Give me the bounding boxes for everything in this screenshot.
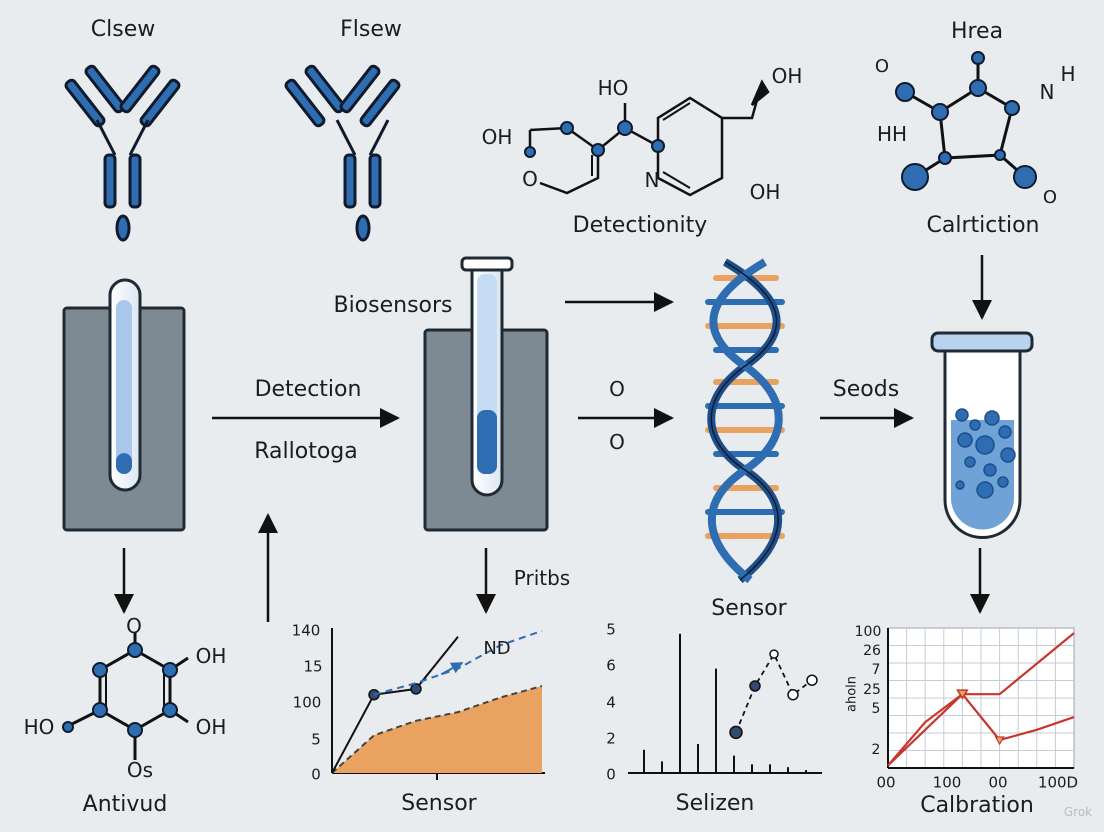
dna-sensor-label: Sensor — [711, 596, 787, 621]
atom-label: HH — [876, 122, 908, 146]
calibration-y-tick: 26 — [863, 643, 881, 659]
calibration-y-tick: 2 — [871, 742, 881, 758]
calibration-y-tick: 5 — [871, 701, 881, 717]
o-label-bottom: O — [609, 430, 625, 454]
selizen-chart — [628, 633, 822, 774]
watermark: Grok — [1063, 805, 1093, 819]
selizen-scatter-point — [806, 674, 818, 686]
selizen-y-tick: 2 — [606, 729, 616, 748]
atom-label: H — [1060, 62, 1076, 86]
antibody-right-icon — [284, 64, 401, 242]
selizen-y-tick: 6 — [606, 656, 616, 675]
sensor-y-tick: 100 — [292, 693, 322, 712]
detection-label: Detection — [254, 377, 362, 402]
atom-label: O — [874, 56, 890, 77]
sensor-line — [331, 636, 459, 774]
atom-label: Os — [126, 758, 154, 782]
sensor-chart — [331, 628, 545, 780]
calibration-y-tick: 25 — [863, 682, 881, 698]
sensor-area-fill — [332, 686, 542, 773]
sensor-area-edge — [331, 685, 543, 774]
selizen-scatter-point — [729, 725, 743, 740]
calibration-y-label: aholn — [844, 675, 860, 713]
molecule-top-label: Detectionity — [572, 213, 708, 238]
sensor-dashed-trend — [373, 629, 543, 696]
selizen-scatter-line — [735, 652, 813, 733]
sensor-line-point — [410, 683, 422, 695]
molecule-bottomleft-label: Antivud — [82, 792, 168, 817]
biosensors-label: Biosensors — [333, 293, 453, 318]
calibration-y-tick: 7 — [871, 662, 881, 678]
sensor-x-label: Sensor — [401, 791, 477, 816]
calibration-marker — [994, 736, 1005, 746]
atom-label: OH — [749, 180, 781, 204]
calibration-x-tick: 00 — [988, 773, 1008, 792]
atom-label: O — [126, 614, 142, 638]
selizen-x-label: Selizen — [675, 791, 755, 816]
flow-arrows — [114, 255, 992, 622]
calibration-series-line — [887, 632, 1075, 767]
antibody-left-icon — [64, 64, 181, 242]
calibration-series-line — [887, 692, 1075, 767]
molecule-topright-label: Calrtiction — [926, 213, 1040, 238]
atom-label: HO — [23, 715, 55, 739]
sensor-y-tick: 5 — [311, 730, 321, 749]
atom-label: OH — [481, 125, 513, 149]
sensor-y-tick: 140 — [291, 621, 321, 640]
atom-label: OH — [771, 64, 803, 88]
molecule-topright-structure — [895, 51, 1037, 191]
atom-label: O — [1042, 187, 1058, 208]
calibration-x-tick: 100D — [1037, 773, 1079, 792]
left-reader-block — [62, 278, 186, 532]
selizen-scatter-point — [787, 688, 799, 701]
left-tube-fill — [116, 453, 132, 474]
calibration-chart — [887, 627, 1075, 769]
atom-label: OH — [195, 644, 227, 668]
selizen-scatter-point — [769, 649, 779, 659]
sensor-annotation: ND — [483, 638, 511, 659]
middle-reader-block — [423, 256, 549, 532]
right-test-tube-icon — [930, 331, 1034, 539]
o-label-top: O — [609, 377, 625, 401]
molecule-topright-title: Hrea — [950, 19, 1004, 44]
dna-helix-icon — [705, 258, 785, 584]
calibration-x-label: Calbration — [920, 793, 1034, 818]
calibration-y-tick: 100 — [854, 624, 882, 640]
atom-label: HO — [597, 76, 629, 100]
pritbs-label: Pritbs — [513, 566, 571, 590]
atom-label: OH — [195, 715, 227, 739]
sensor-y-tick: 15 — [303, 657, 323, 676]
selizen-scatter-point — [749, 680, 761, 692]
calibration-x-tick: 100 — [932, 773, 962, 792]
seods-label: Seods — [832, 377, 900, 402]
antibody-left-label: Clsew — [90, 17, 156, 42]
atom-label: O — [522, 167, 538, 191]
selizen-y-tick: 0 — [606, 765, 616, 784]
molecule-bottomleft-structure — [62, 632, 189, 760]
sensor-y-tick: 0 — [311, 765, 321, 784]
atom-label: N — [644, 168, 660, 192]
selizen-y-tick: 5 — [606, 620, 616, 639]
calibration-marker — [956, 689, 969, 700]
selizen-y-tick: 4 — [606, 693, 616, 712]
sensor-trend-arrow — [440, 661, 464, 676]
antibody-right-label: Flsew — [340, 17, 402, 42]
middle-tube-fill — [477, 410, 497, 474]
molecule-top-structure — [524, 79, 770, 197]
atom-label: N — [1039, 80, 1055, 104]
calibration-x-tick: 00 — [876, 773, 896, 792]
rallotoga-label: Rallotoga — [254, 439, 358, 464]
